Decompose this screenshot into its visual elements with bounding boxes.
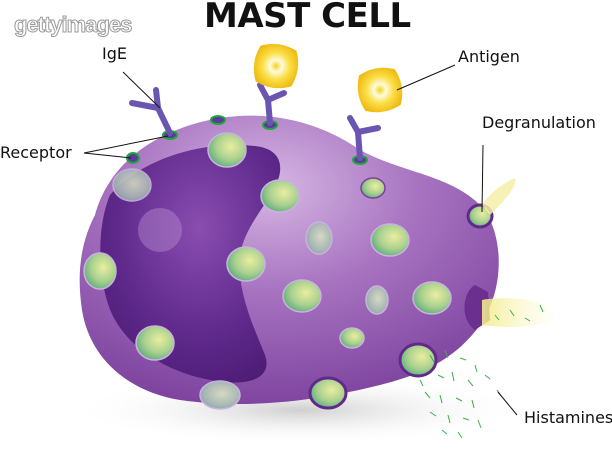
nucleolus [138,208,182,252]
ige-antibodies [129,82,381,161]
label-receptor: Receptor [0,143,72,162]
label-antigen: Antigen [458,47,520,66]
nucleus [100,144,281,383]
histamine-particles [419,304,544,439]
degranulation-plume [482,178,516,215]
release-plume [482,298,555,327]
label-histamines: Histamines [524,408,612,427]
leader-lines [83,64,518,416]
diagram-title: MAST CELL [204,0,411,36]
label-ige: IgE [102,44,127,63]
watermark-logo: gettyimages [13,12,132,38]
granules [83,132,494,410]
antigens [253,43,403,113]
label-degranulation: Degranulation [482,113,596,132]
